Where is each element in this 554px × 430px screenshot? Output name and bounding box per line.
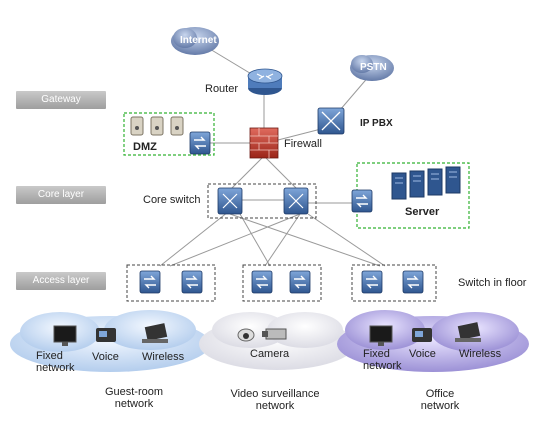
ippbx-label: IP PBX [360,118,393,129]
dmz-switch-icon [189,131,211,155]
dmz-label: DMZ [133,141,157,153]
guest-network-label: network [36,362,75,374]
video-surveillance-cloud [199,312,355,370]
access-switch-icon [402,270,424,294]
connections [159,39,386,267]
internet-cloud [171,27,219,55]
core-switch-label: Core switch [143,194,201,206]
office-wireless-label: Wireless [459,348,502,360]
laptop-icon [455,322,481,342]
layer-tab-gateway: Gateway [16,91,106,109]
office-voice-label: Voice [409,348,436,360]
switch-in-floor-label: Switch in floor [458,277,527,289]
access-switch-icon [251,270,273,294]
layer-tab-core: Core layer [16,186,106,204]
camera-label: Camera [250,348,290,360]
core-switch-icon [217,187,309,215]
access-group-office [351,264,437,302]
access-group-guest [126,264,216,302]
guest-voice-label: Voice [92,351,119,363]
office-network-line1: Office [425,388,455,400]
office-network-title: Office network [390,388,490,412]
office-network-line2: network [420,400,460,412]
guest-room-network-line2: network [114,398,154,410]
guest-wireless-label: Wireless [142,351,185,363]
router-label: Router [205,83,239,95]
server-label: Server [405,206,440,218]
desktop-icon [53,325,77,346]
server-switch-icon [351,189,373,213]
desktop-icon [369,325,393,346]
phone-icon [412,328,432,342]
camera-icon [237,328,287,342]
office-fixed-label: Fixed [363,348,390,360]
internet-label: Internet [180,35,217,46]
dmz-server-icon [130,116,184,136]
guest-fixed-label: Fixed [36,350,63,362]
access-switch-icon [181,270,203,294]
video-network-title: Video surveillance network [210,388,340,412]
pstn-cloud [350,55,394,81]
guest-room-network-line1: Guest-room [104,386,164,398]
pstn-label: PSTN [360,62,387,73]
access-group-video [242,264,322,302]
access-switch-icon [139,270,161,294]
guest-room-network-title: Guest-room network [84,386,184,410]
office-network-label: network [363,360,402,372]
video-network-line1: Video surveillance [230,388,320,400]
phone-icon [96,328,116,342]
layer-tab-access: Access layer [16,272,106,290]
firewall-label: Firewall [284,138,322,150]
video-network-line2: network [255,400,295,412]
dmz-zone [123,112,215,156]
access-switch-icon [289,270,311,294]
laptop-icon [142,323,168,343]
ippbx-icon [317,107,345,135]
access-switch-icon [361,270,383,294]
server-rack-icon [391,166,461,200]
firewall-icon [249,127,279,159]
router-icon [247,68,283,95]
core-switch-zone [207,183,317,219]
